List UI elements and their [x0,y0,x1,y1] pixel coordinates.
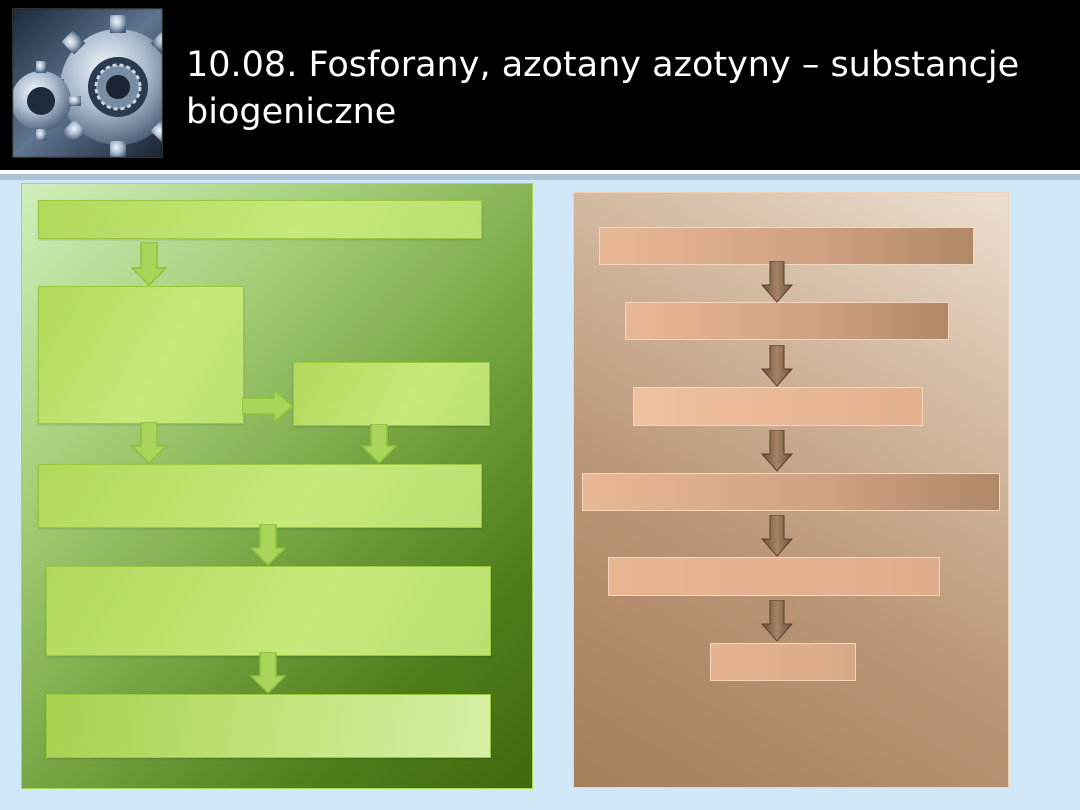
left-arrow-down-2 [131,422,167,464]
right-box-3 [633,387,923,426]
right-arrow-down-3 [761,430,793,472]
left-arrow-down-4 [250,524,286,566]
left-box-4 [38,464,482,528]
right-box-1 [599,227,974,265]
left-box-5 [46,566,491,656]
right-box-5 [608,557,940,596]
gears-image [12,8,163,158]
right-arrow-down-2 [761,345,793,387]
left-arrow-right [242,389,294,423]
right-arrow-down-4 [761,515,793,557]
title-line-1: 10.08. Fosforany, azotany azotyny – subs… [186,45,1020,85]
title-line-2: biogeniczne [186,92,397,132]
left-arrow-down-5 [250,652,286,694]
slide-title: 10.08. Fosforany, azotany azotyny – subs… [186,42,1066,136]
header-divider [0,170,1080,174]
left-box-2 [38,286,244,424]
left-box-6 [46,694,491,758]
right-box-4 [582,473,1000,511]
right-box-6 [710,643,856,681]
header-divider-shadow [0,174,1080,180]
left-box-3 [293,362,490,426]
left-arrow-down-1 [131,242,167,286]
slide-header: 10.08. Fosforany, azotany azotyny – subs… [0,0,1080,170]
right-box-2 [625,302,949,340]
left-arrow-down-3 [361,424,397,464]
right-arrow-down-5 [761,600,793,642]
right-arrow-down-1 [761,261,793,303]
left-box-1 [38,200,482,239]
